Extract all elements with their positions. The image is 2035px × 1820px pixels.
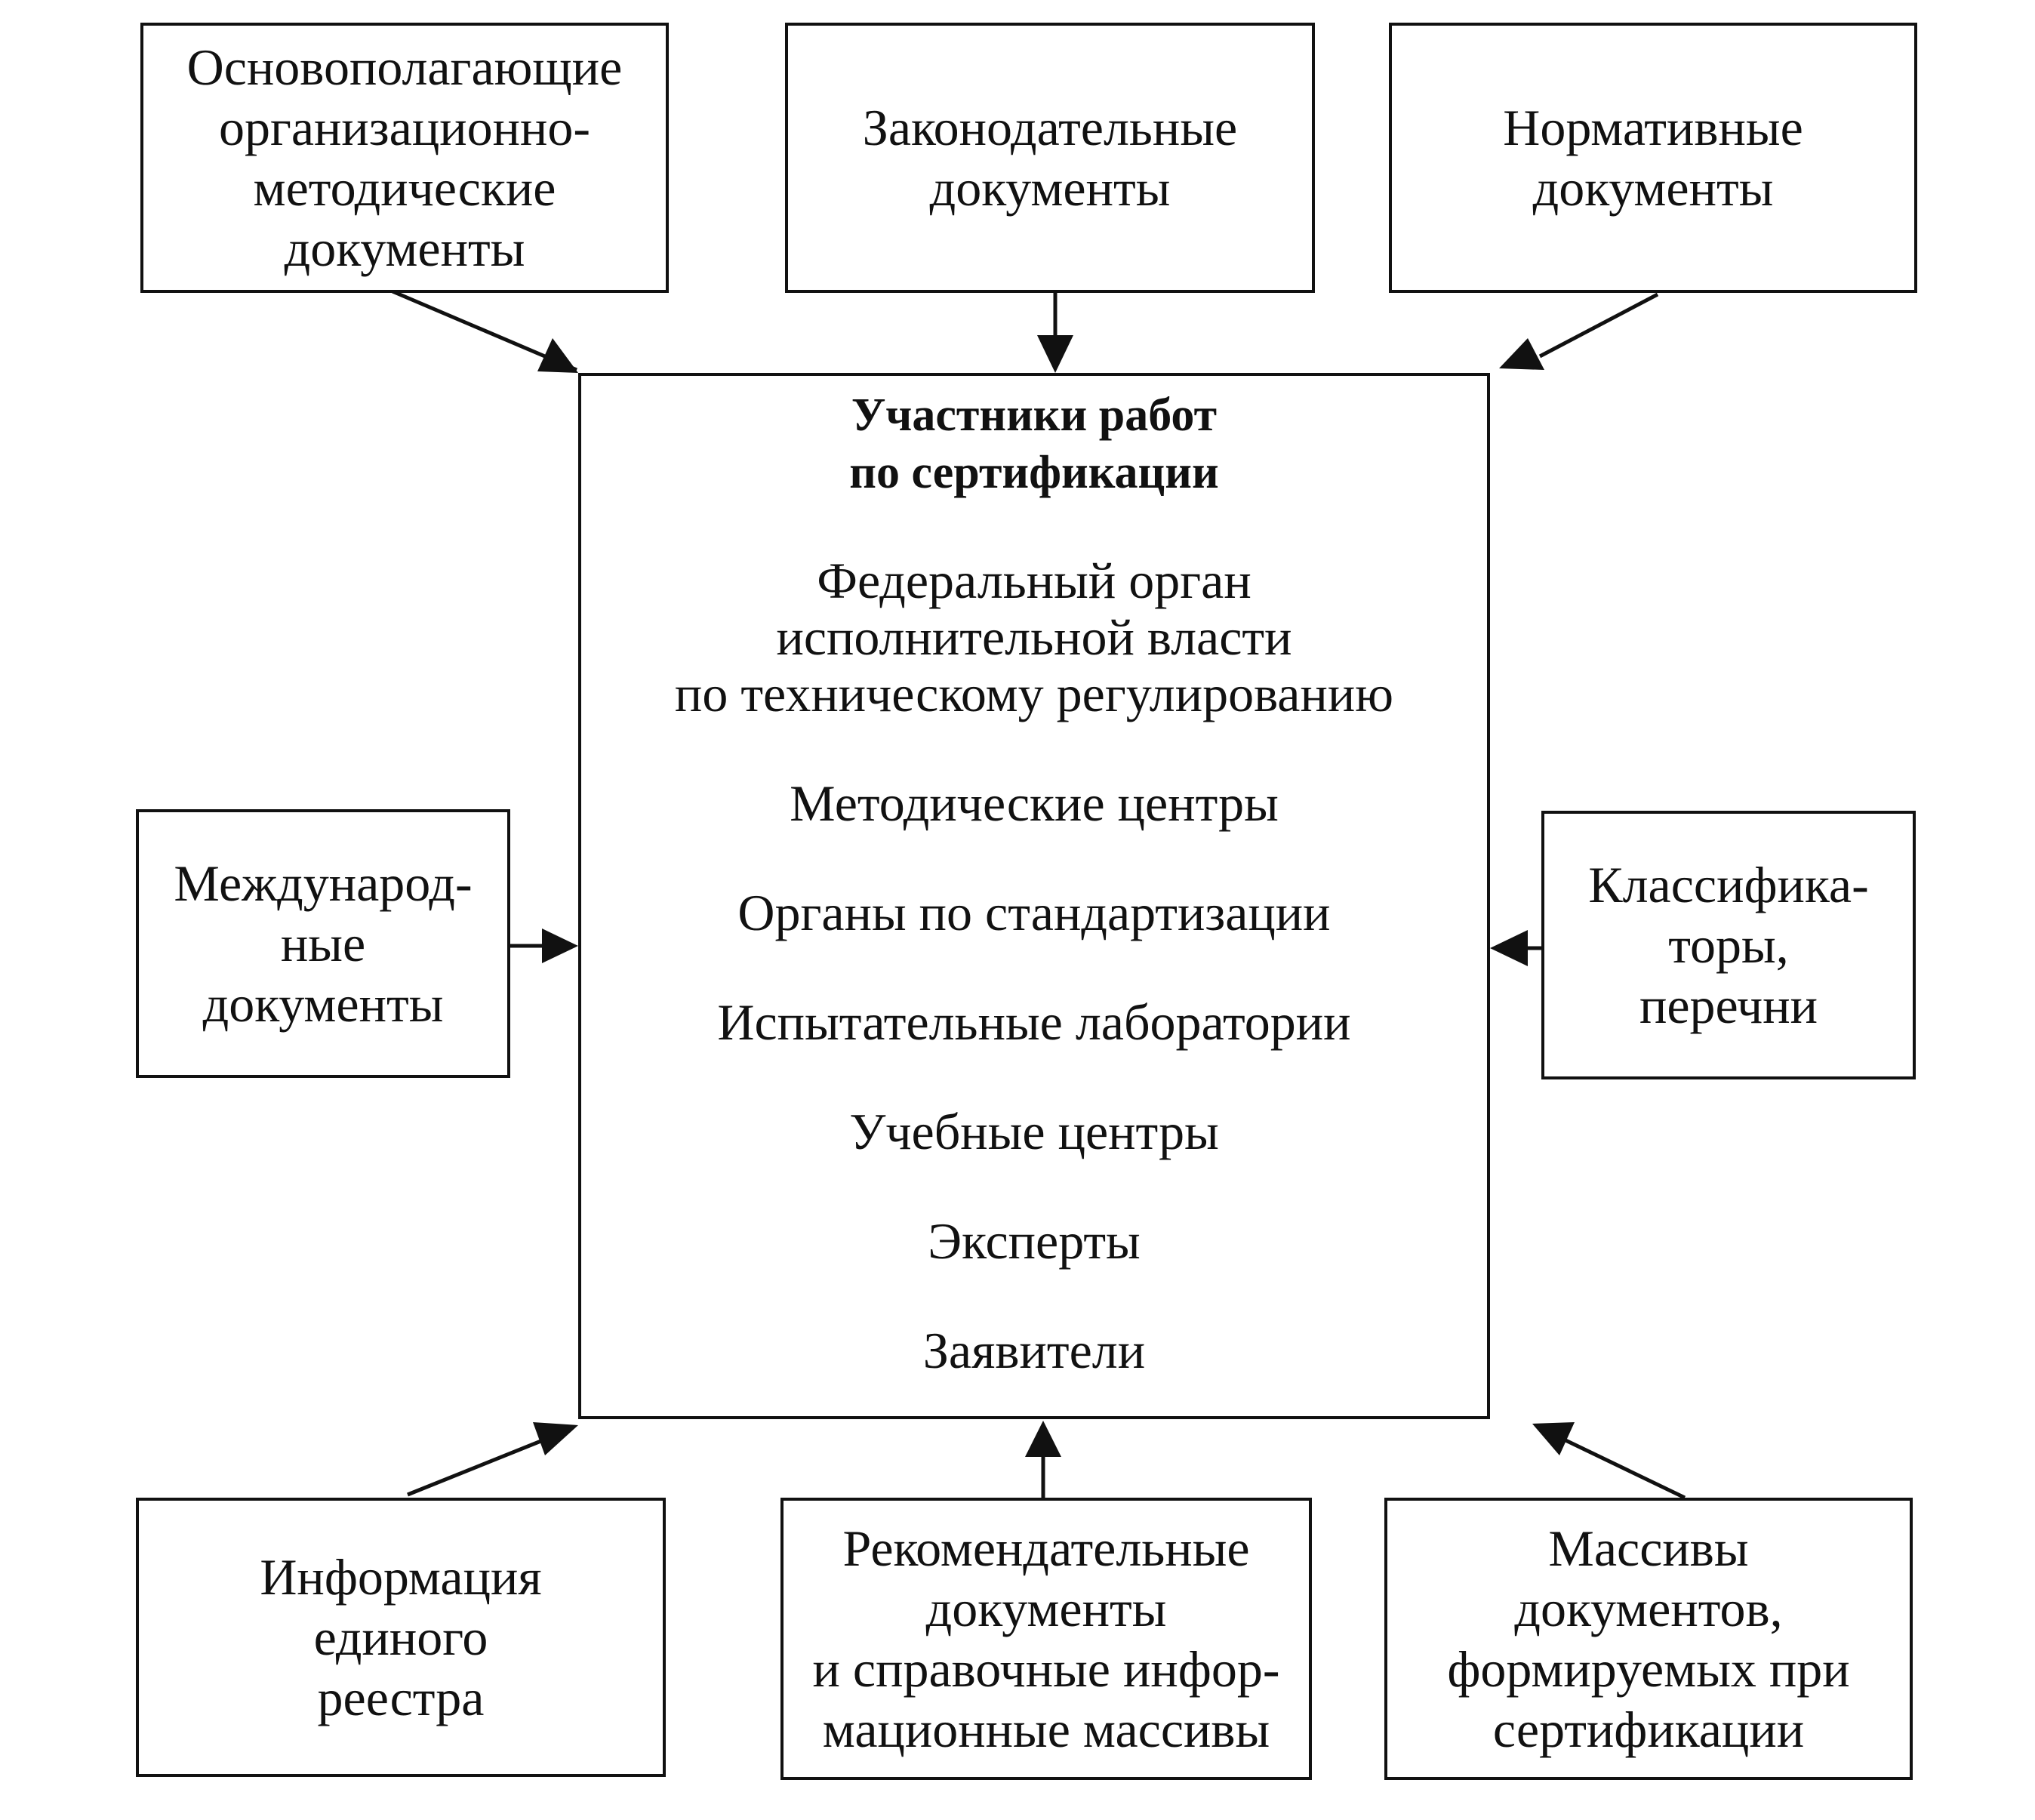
box-unified-registry-info: Информация единого реестра bbox=[136, 1498, 666, 1777]
participant-federal-body: Федеральный орган исполнительной власти … bbox=[675, 553, 1393, 722]
box-text-line: Массивы bbox=[1548, 1520, 1749, 1577]
arrow-bottom-left bbox=[407, 1437, 547, 1497]
arrowhead-top-right bbox=[1499, 338, 1544, 370]
box-text-line: документы bbox=[284, 220, 525, 277]
box-text-line: и справочные инфор- bbox=[812, 1640, 1280, 1698]
box-text-line: методические bbox=[253, 159, 556, 217]
participant-line: Заявители bbox=[922, 1322, 1146, 1379]
participant-methodical-centers: Методические центры bbox=[790, 775, 1279, 832]
box-text-line: ные bbox=[280, 915, 366, 972]
box-text-line: документы bbox=[202, 975, 444, 1033]
box-normative-documents: Нормативные документы bbox=[1389, 23, 1917, 293]
participant-standardization-bodies: Органы по стандартизации bbox=[737, 885, 1330, 941]
participants-list: Федеральный орган исполнительной власти … bbox=[675, 553, 1393, 1379]
participant-line: Методические центры bbox=[790, 775, 1279, 832]
box-certification-participants: Участники работ по сертификации Федераль… bbox=[578, 373, 1490, 1419]
participant-line: Органы по стандартизации bbox=[737, 884, 1331, 941]
participant-line: Федеральный орган bbox=[817, 552, 1251, 609]
arrowhead-top-center bbox=[1037, 335, 1073, 373]
box-text-line: Законодательные bbox=[862, 99, 1238, 156]
box-classifiers: Классифика- торы, перечни bbox=[1541, 811, 1916, 1079]
box-text-line: документы bbox=[929, 159, 1171, 217]
arrowhead-bottom-left bbox=[533, 1422, 578, 1455]
box-text-line: Рекомендательные bbox=[842, 1520, 1250, 1577]
box-text-line: документы bbox=[1532, 159, 1774, 217]
box-recommendation-documents: Рекомендательные документы и справочные … bbox=[780, 1498, 1312, 1780]
participant-experts: Эксперты bbox=[928, 1213, 1141, 1270]
participant-line: Эксперты bbox=[928, 1212, 1141, 1270]
center-title-line: Участники работ bbox=[851, 390, 1218, 441]
center-title: Участники работ по сертификации bbox=[849, 386, 1218, 501]
arrow-bottom-right bbox=[1561, 1437, 1686, 1500]
arrowhead-bottom-center bbox=[1025, 1421, 1061, 1457]
box-legislative-documents: Законодательные документы bbox=[785, 23, 1315, 293]
box-text-line: Международ- bbox=[174, 855, 473, 912]
box-text-line: мационные массивы bbox=[822, 1701, 1270, 1758]
box-text-line: единого bbox=[313, 1609, 488, 1666]
box-text-line: торы, bbox=[1668, 916, 1789, 974]
box-text-line: организационно- bbox=[218, 99, 591, 156]
box-international-documents: Международ- ные документы bbox=[136, 809, 510, 1078]
arrowhead-middle-left bbox=[542, 928, 578, 963]
participant-training-centers: Учебные центры bbox=[849, 1104, 1219, 1160]
box-text-line: Основополагающие bbox=[186, 38, 623, 96]
participant-line: исполнительной власти bbox=[776, 608, 1292, 666]
arrowhead-middle-right bbox=[1490, 930, 1528, 966]
box-text-line: Классифика- bbox=[1588, 856, 1869, 913]
box-text-line: Информация bbox=[260, 1548, 542, 1606]
center-title-line: по сертификации bbox=[849, 447, 1219, 498]
participant-applicants: Заявители bbox=[923, 1323, 1145, 1379]
box-certification-document-arrays: Массивы документов, формируемых при серт… bbox=[1384, 1498, 1913, 1780]
participant-line: Учебные центры bbox=[849, 1103, 1219, 1160]
box-text-line: перечни bbox=[1639, 977, 1818, 1034]
participant-testing-labs: Испытательные лаборатории bbox=[717, 994, 1350, 1051]
arrowhead-top-left bbox=[537, 338, 578, 373]
arrow-top-right bbox=[1538, 292, 1659, 359]
box-text-line: реестра bbox=[317, 1669, 485, 1726]
participant-line: по техническому регулированию bbox=[674, 665, 1394, 722]
box-text-line: документов, bbox=[1514, 1580, 1783, 1637]
box-text-line: Нормативные bbox=[1503, 99, 1803, 156]
box-text-line: документы bbox=[925, 1580, 1167, 1637]
box-text-line: сертификации bbox=[1492, 1701, 1805, 1758]
participant-line: Испытательные лаборатории bbox=[717, 993, 1351, 1051]
box-text-line: формируемых при bbox=[1447, 1640, 1850, 1698]
arrowhead-bottom-right bbox=[1532, 1422, 1575, 1455]
box-fundamental-documents: Основополагающие организационно- методич… bbox=[140, 23, 669, 293]
